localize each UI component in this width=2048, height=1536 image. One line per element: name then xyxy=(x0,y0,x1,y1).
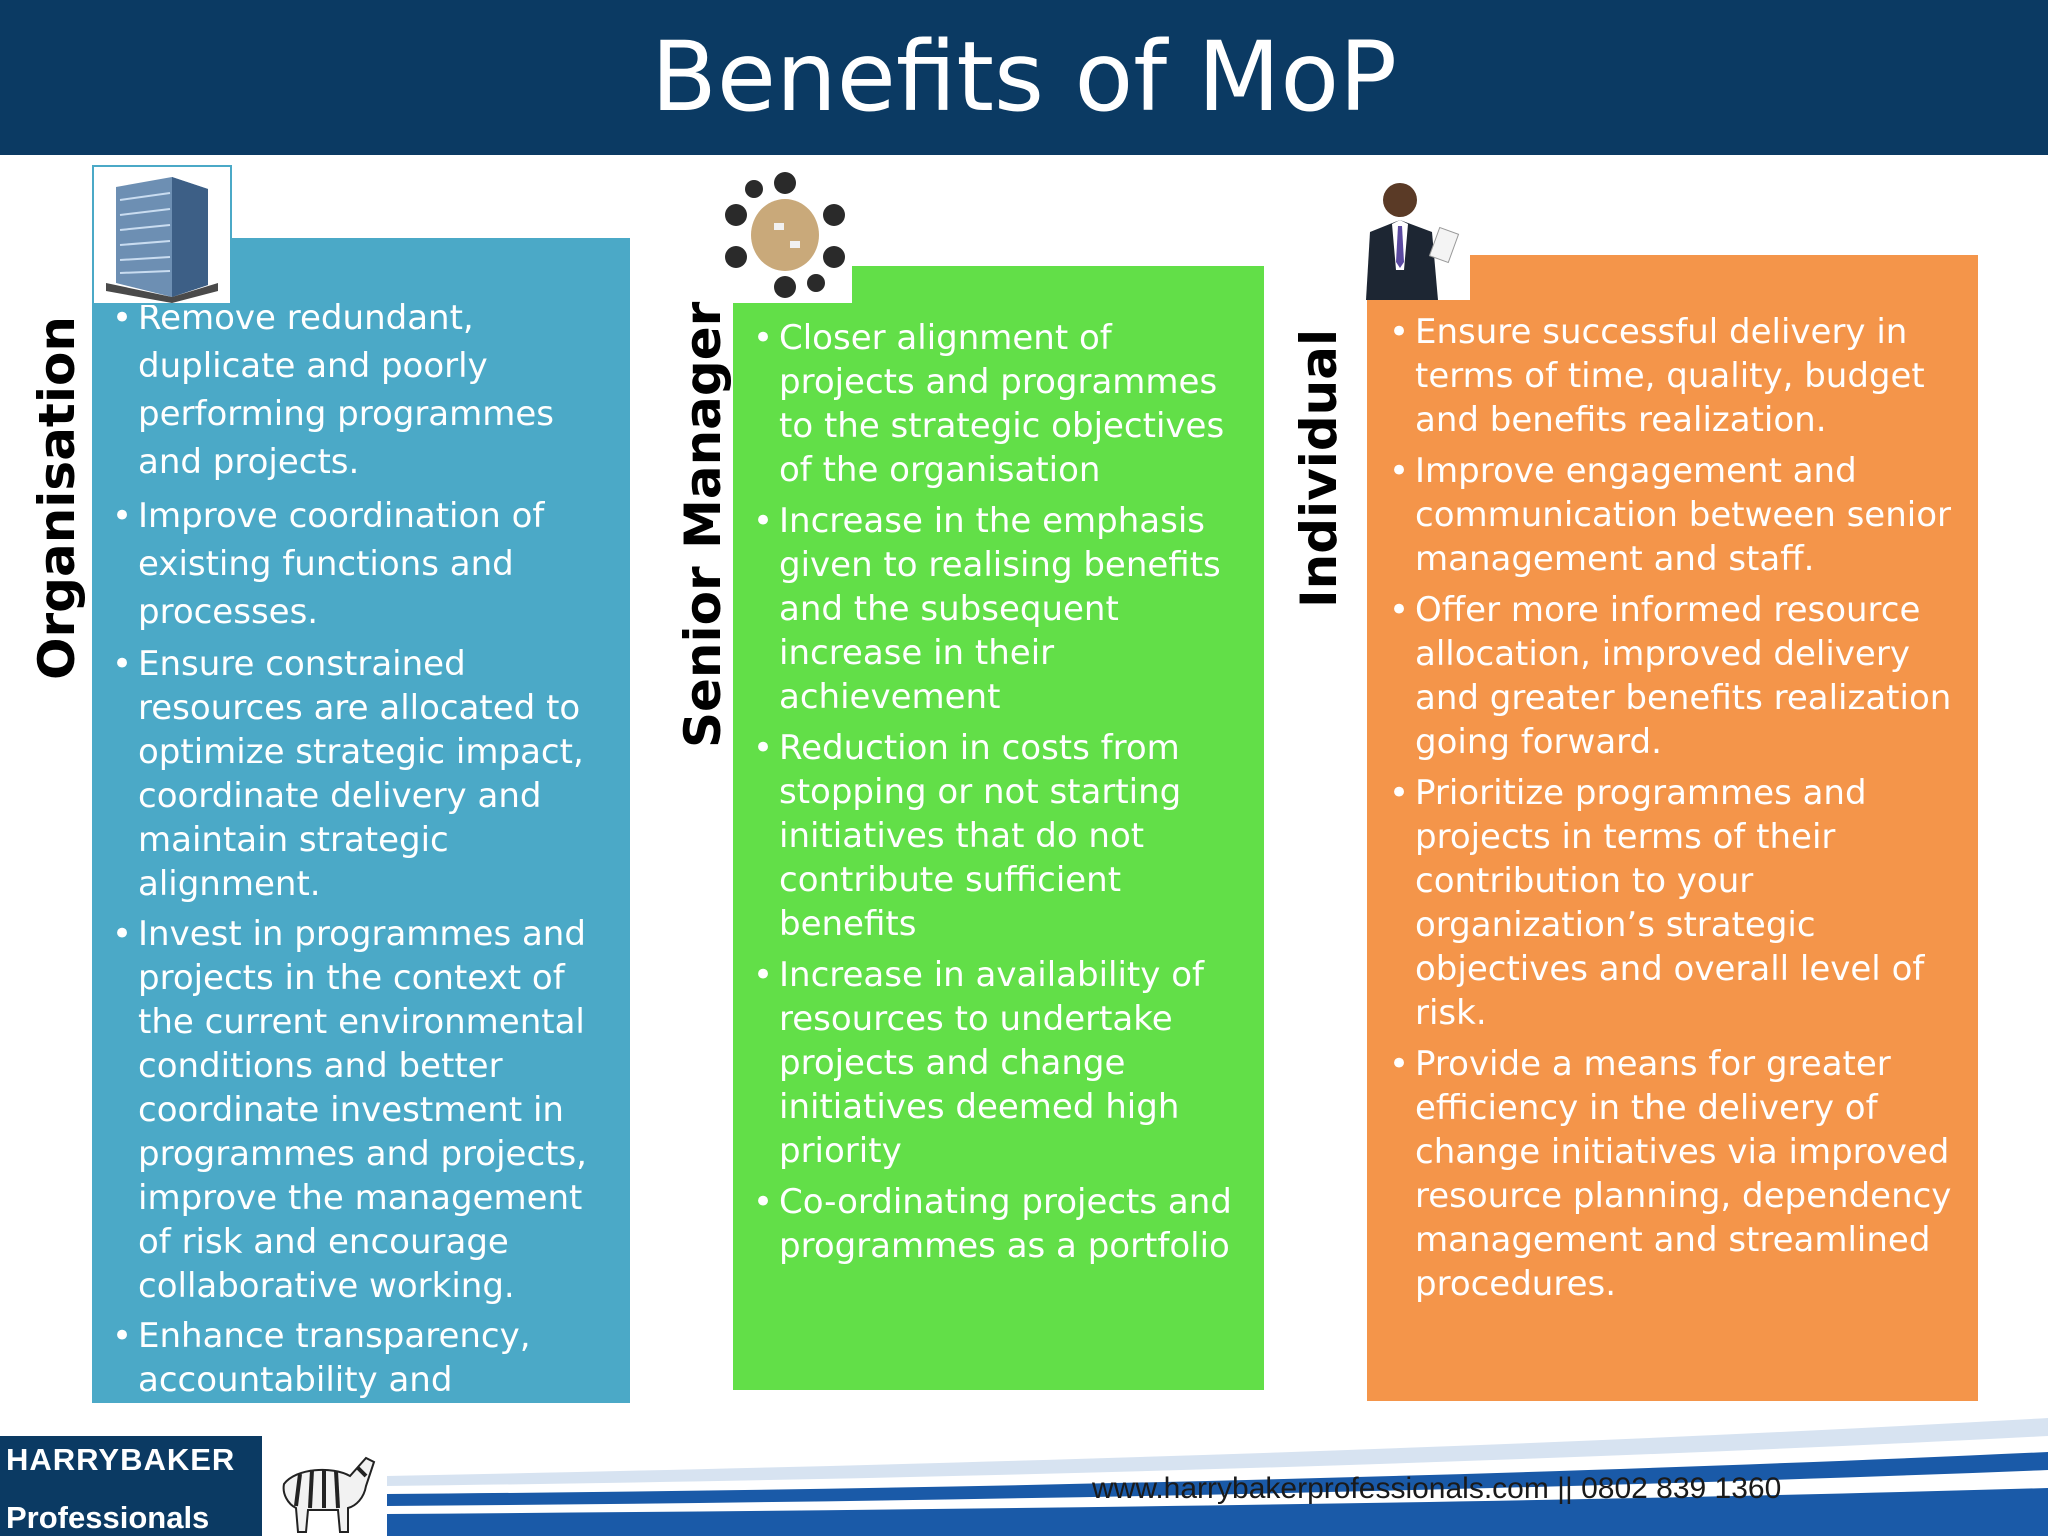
list-item: Improve engagement and communication bet… xyxy=(1389,449,1968,581)
list-item: Ensure constrained resources are allocat… xyxy=(112,642,618,906)
list-item: Closer alignment of projects and program… xyxy=(753,316,1254,492)
zebra-icon xyxy=(262,1436,387,1536)
benefit-list: Remove redundant, duplicate and poorly p… xyxy=(112,294,618,1452)
footer-swoosh xyxy=(387,1418,2048,1536)
page-title: Benefits of MoP xyxy=(651,21,1397,133)
title-bar xyxy=(0,0,2048,155)
column-label-individual: Individual xyxy=(1290,328,1348,608)
list-item: Reduction in costs from stopping or not … xyxy=(753,726,1254,946)
list-item: Co-ordinating projects and programmes as… xyxy=(753,1180,1254,1268)
meeting-table-icon xyxy=(718,165,852,303)
benefit-list: Closer alignment of projects and program… xyxy=(753,316,1254,1275)
list-item: Offer more informed resource allocation,… xyxy=(1389,588,1968,764)
logo-text-line2: Professionals xyxy=(6,1500,210,1535)
logo-text-line1: HARRYBAKER xyxy=(6,1442,236,1477)
list-item: Ensure successful delivery in terms of t… xyxy=(1389,310,1968,442)
panel-senior-manager: Closer alignment of projects and program… xyxy=(733,266,1264,1390)
list-item: Increase in availability of resources to… xyxy=(753,953,1254,1173)
benefit-list: Ensure successful delivery in terms of t… xyxy=(1389,310,1968,1313)
logo xyxy=(0,1436,262,1536)
list-item: Prioritize programmes and projects in te… xyxy=(1389,771,1968,1035)
office-building-icon xyxy=(92,165,232,305)
column-label-senior-manager: Senior Manager xyxy=(674,301,732,748)
footer-contact: www.harrybakerprofessionals.com || 0802 … xyxy=(1092,1472,1782,1505)
businessman-icon xyxy=(1346,170,1470,300)
list-item: Increase in the emphasis given to realis… xyxy=(753,499,1254,719)
panel-organisation: Remove redundant, duplicate and poorly p… xyxy=(92,238,630,1444)
list-item: Provide a means for greater efficiency i… xyxy=(1389,1042,1968,1306)
column-label-organisation: Organisation xyxy=(28,316,86,680)
list-item: Remove redundant, duplicate and poorly p… xyxy=(112,294,618,486)
list-item: Improve coordination of existing functio… xyxy=(112,492,618,636)
list-item: Invest in programmes and projects in the… xyxy=(112,912,618,1308)
panel-individual: Ensure successful delivery in terms of t… xyxy=(1367,255,1978,1401)
